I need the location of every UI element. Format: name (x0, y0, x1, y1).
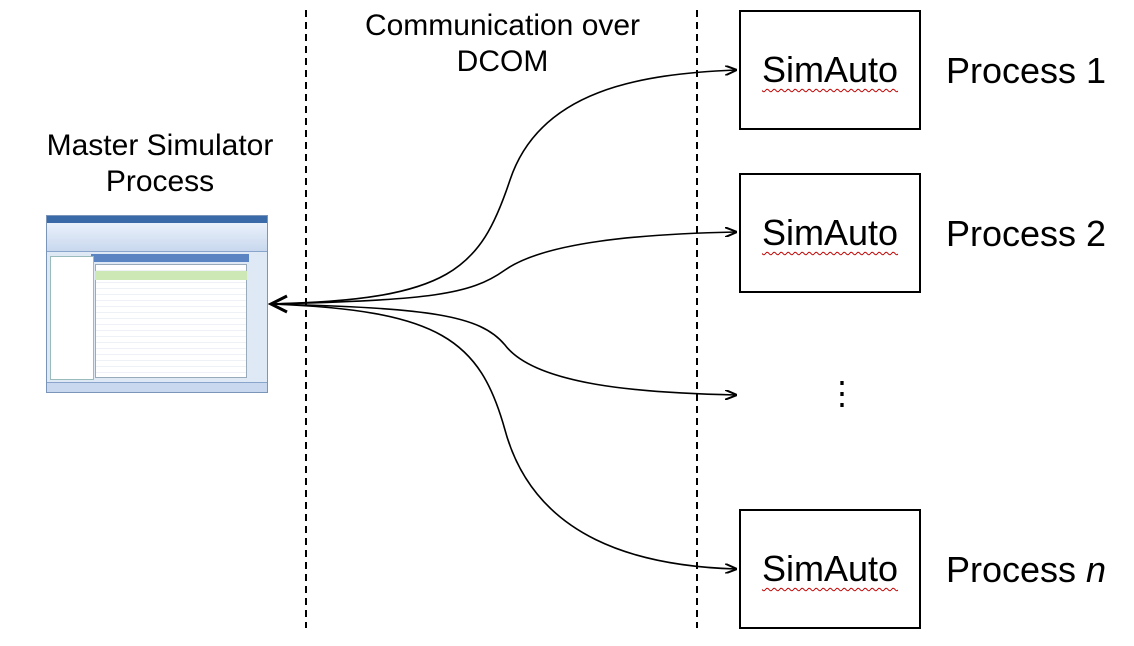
vertical-ellipsis: ⋮ (826, 375, 858, 411)
thumb-inner-window-title (91, 254, 249, 262)
simauto-box-n: SimAuto (739, 509, 921, 629)
communication-line-2: DCOM (456, 45, 549, 78)
thumb-explorer-tree (50, 256, 94, 380)
simauto-box-1: SimAuto (739, 10, 921, 130)
thumb-status-bar (47, 382, 267, 392)
connector-process-1 (269, 70, 736, 305)
process-label-1: Process 1 (946, 50, 1106, 92)
master-line-2: Process (105, 165, 215, 198)
communication-label: Communication over DCOM (330, 8, 675, 80)
process-number: 1 (1086, 50, 1107, 91)
thumb-title-bar (47, 216, 267, 223)
connector-ellipsis (269, 303, 736, 395)
communication-line-1: Communication over (364, 9, 641, 42)
connector-process-n (269, 303, 736, 569)
simulator-window-screenshot (46, 215, 268, 393)
process-label-2: Process 2 (946, 213, 1106, 255)
simauto-box-2: SimAuto (739, 173, 921, 293)
thumb-ribbon (47, 223, 267, 252)
process-prefix: Process (946, 213, 1087, 254)
master-process-label: Master Simulator Process (20, 128, 300, 200)
process-label-n: Process n (946, 549, 1106, 591)
simauto-label: SimAuto (761, 212, 899, 253)
thumb-grid-header (95, 271, 247, 280)
process-prefix: Process (946, 549, 1087, 590)
thumb-data-grid (95, 264, 247, 378)
master-line-1: Master Simulator (46, 129, 274, 162)
process-prefix: Process (946, 50, 1087, 91)
connector-process-2 (269, 232, 736, 305)
simauto-label: SimAuto (761, 548, 899, 589)
process-number: 2 (1086, 213, 1107, 254)
master-arrowhead (267, 294, 288, 314)
simauto-label: SimAuto (761, 49, 899, 90)
process-number: n (1086, 549, 1107, 590)
